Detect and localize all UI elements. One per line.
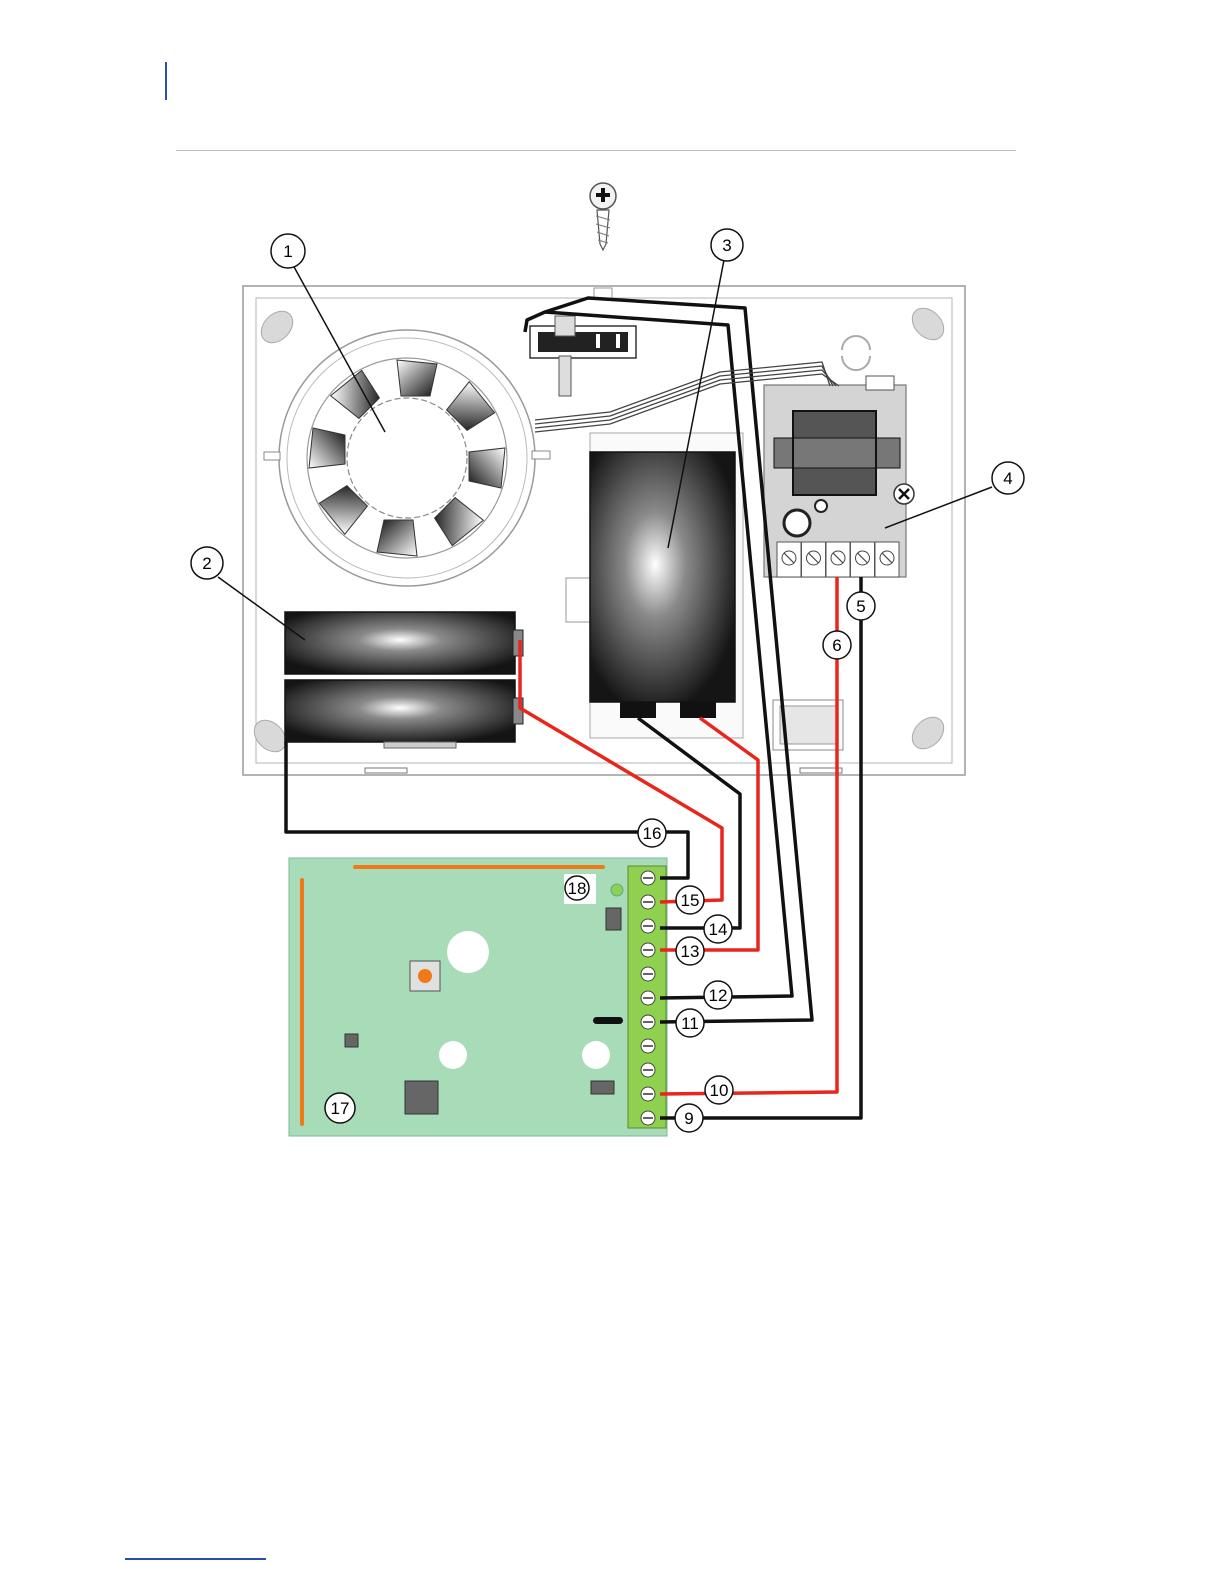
- psu-terminal: [777, 542, 801, 577]
- callout-label: 11: [681, 1014, 699, 1033]
- callout-1: 1: [271, 234, 305, 268]
- callout-label: 15: [681, 891, 700, 910]
- callout-label: 10: [710, 1081, 729, 1100]
- pcb-terminal: [641, 871, 655, 885]
- callout-17: 17: [325, 1093, 355, 1123]
- callout-label: 4: [1003, 469, 1012, 488]
- pcb-terminal: [641, 991, 655, 1005]
- callout-label: 3: [722, 236, 731, 255]
- pcb-terminal: [641, 1039, 655, 1053]
- callout-label: 2: [202, 554, 211, 573]
- callout-label: 14: [709, 920, 728, 939]
- speaker-blade: [377, 520, 417, 556]
- callout-label: 9: [684, 1109, 693, 1128]
- psu-terminal: [875, 542, 899, 577]
- callout-10: 10: [705, 1076, 733, 1104]
- pcb-terminal: [641, 943, 655, 957]
- callout-18: 18: [565, 876, 589, 900]
- callout-15: 15: [676, 886, 704, 914]
- battery-pack: [285, 612, 523, 748]
- speaker-blade: [309, 428, 345, 468]
- callout-4: 4: [992, 462, 1024, 494]
- callout-label: 12: [709, 986, 728, 1005]
- callout-5: 5: [847, 592, 875, 620]
- pcb-terminal: [641, 895, 655, 909]
- callout-label: 5: [856, 597, 865, 616]
- psu-terminal: [851, 542, 875, 577]
- callout-9: 9: [675, 1104, 703, 1132]
- callout-6: 6: [823, 631, 851, 659]
- callout-label: 17: [331, 1099, 350, 1118]
- psu-terminal: [802, 542, 826, 577]
- callout-13: 13: [676, 937, 704, 965]
- pcb-terminal: [641, 919, 655, 933]
- callout-label: 18: [568, 879, 587, 898]
- pcb-terminal: [641, 967, 655, 981]
- speaker-blade: [469, 448, 505, 488]
- siren-battery: [590, 452, 735, 718]
- pcb-terminal: [641, 1111, 655, 1125]
- pcb-terminal: [641, 1063, 655, 1077]
- callout-label: 16: [643, 824, 662, 843]
- callout-label: 6: [832, 636, 841, 655]
- pcb-terminal: [641, 1087, 655, 1101]
- mounting-screw: [590, 183, 616, 250]
- callout-11: 11: [676, 1009, 704, 1037]
- callout-label: 1: [283, 242, 292, 261]
- power-supply-board: [764, 376, 914, 577]
- psu-terminal: [826, 542, 850, 577]
- callout-16: 16: [638, 819, 666, 847]
- pcb-terminal: [641, 1015, 655, 1029]
- callout-3: 3: [711, 229, 743, 261]
- battery-clip: [566, 578, 590, 622]
- callout-label: 13: [681, 942, 700, 961]
- callout-2: 2: [191, 547, 223, 579]
- callout-14: 14: [704, 915, 732, 943]
- callout-12: 12: [704, 981, 732, 1009]
- speaker-blade: [397, 360, 437, 396]
